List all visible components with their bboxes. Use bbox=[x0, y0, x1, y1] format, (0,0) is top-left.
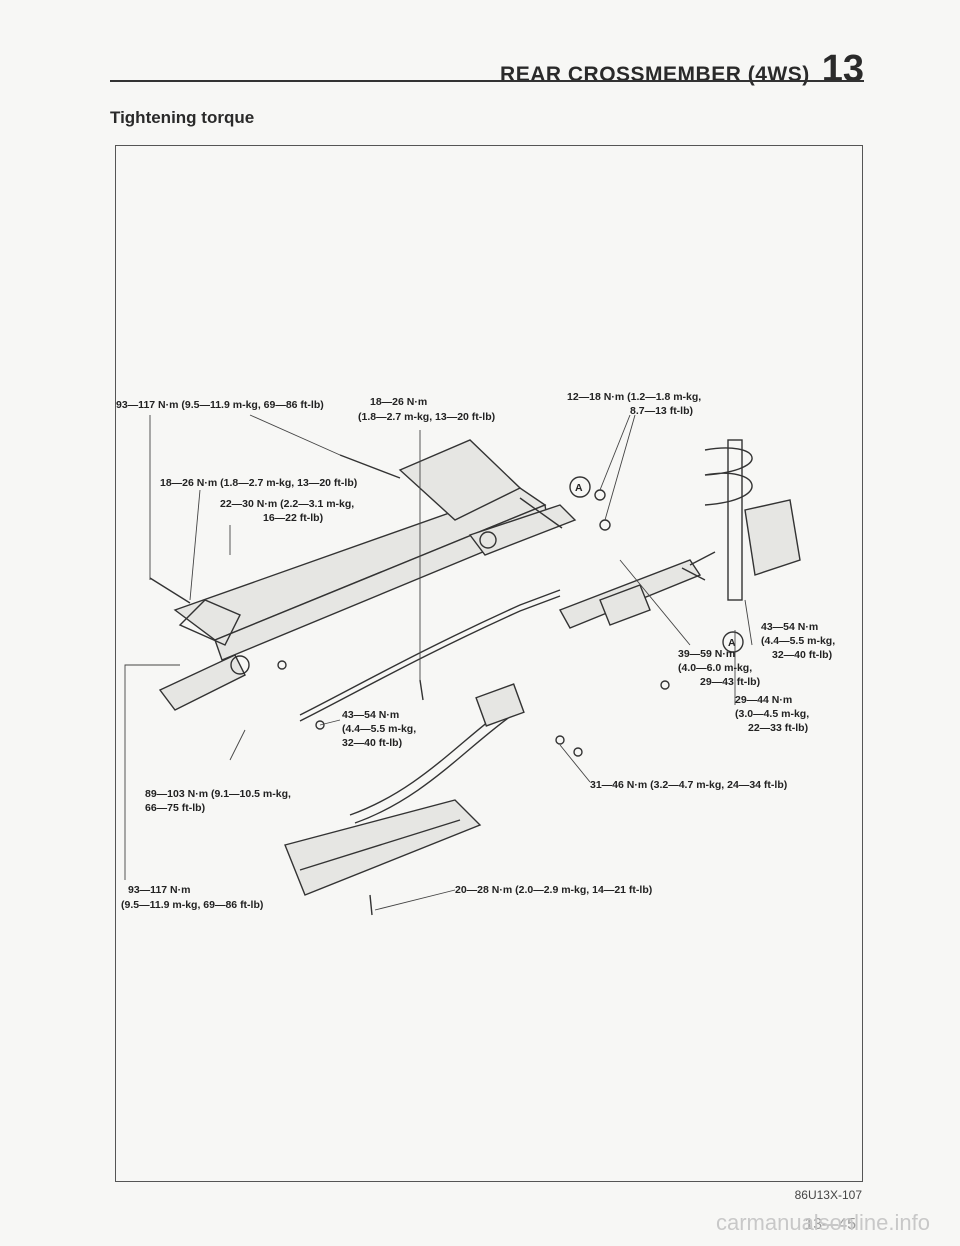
watermark: carmanualsonline.info bbox=[715, 1210, 930, 1235]
torque-label-13: 20—28 N·m (2.0—2.9 m-kg, 14—21 ft-lb) bbox=[455, 884, 652, 896]
callout-a-1-text: A bbox=[575, 482, 583, 494]
header-rule bbox=[110, 80, 864, 82]
shock-absorber bbox=[704, 439, 801, 601]
torque-label-1: 93—117 N·m (9.5—11.9 m-kg, 69—86 ft-lb) bbox=[116, 399, 324, 411]
callout-a-1: A bbox=[569, 476, 591, 498]
torque-label-5: 22—30 N·m (2.2—3.1 m-kg, 16—22 ft-lb) bbox=[220, 498, 357, 524]
callout-a-2: A bbox=[722, 631, 744, 653]
torque-label-3: 12—18 N·m (1.2—1.8 m-kg, 8.7—13 ft-lb) bbox=[567, 391, 704, 417]
lateral-link bbox=[468, 504, 577, 556]
leader-lines bbox=[124, 414, 753, 911]
diagram-frame bbox=[115, 145, 863, 1182]
torque-label-6: 43—54 N·m (4.4—5.5 m-kg, 32—40 ft-lb) bbox=[761, 621, 838, 661]
torque-label-11: 31—46 N·m (3.2—4.7 m-kg, 24—34 ft-lb) bbox=[590, 779, 787, 791]
torque-label-4: 18—26 N·m (1.8—2.7 m-kg, 13—20 ft-lb) bbox=[160, 477, 357, 489]
torque-label-2: 18—26 N·m (1.8—2.7 m-kg, 13—20 ft-lb) bbox=[358, 396, 495, 423]
torque-label-7: 39—59 N·m (4.0—6.0 m-kg, 29—43 ft-lb) bbox=[678, 648, 760, 688]
rear-steering-gear bbox=[558, 551, 716, 629]
section-heading: Tightening torque bbox=[110, 108, 255, 127]
crossmember-beam bbox=[173, 439, 549, 661]
callout-a-2-text: A bbox=[728, 637, 736, 649]
center-shaft bbox=[349, 683, 525, 824]
torque-label-12: 93—117 N·m (9.5—11.9 m-kg, 69—86 ft-lb) bbox=[121, 884, 263, 911]
stabilizer-bar bbox=[299, 589, 561, 722]
lower-arm-left bbox=[158, 654, 250, 711]
under-cover bbox=[284, 799, 482, 896]
torque-label-9: 43—54 N·m (4.4—5.5 m-kg, 32—40 ft-lb) bbox=[342, 709, 419, 749]
torque-label-10: 89—103 N·m (9.1—10.5 m-kg, 66—75 ft-lb) bbox=[145, 788, 294, 814]
page-number: 13—45 bbox=[804, 1216, 856, 1233]
figure-code: 86U13X-107 bbox=[794, 1188, 862, 1202]
torque-label-8: 29—44 N·m (3.0—4.5 m-kg, 22—33 ft-lb) bbox=[735, 694, 812, 734]
